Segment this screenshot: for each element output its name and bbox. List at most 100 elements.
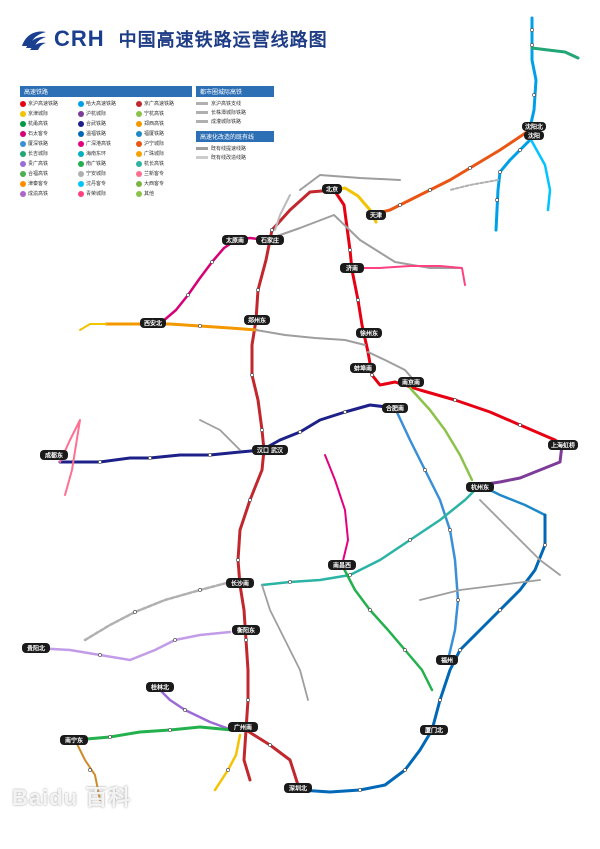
svg-text:徐州东: 徐州东 xyxy=(359,330,378,338)
line-gray-hubei xyxy=(199,419,241,451)
legend-item-label: 沪杭城际 xyxy=(86,111,107,117)
svg-text:深圳北: 深圳北 xyxy=(289,785,307,793)
svg-text:石家庄: 石家庄 xyxy=(260,237,279,245)
hub-guilin[interactable]: 桂林北 xyxy=(146,682,174,692)
legend-dot-icon xyxy=(20,140,26,147)
line-west-pink xyxy=(59,419,81,496)
legend-item-label: 沈丹客专 xyxy=(86,181,107,187)
legend-item-label: 广深港高铁 xyxy=(86,141,112,147)
svg-text:北京: 北京 xyxy=(326,186,338,194)
svg-text:合肥南: 合肥南 xyxy=(386,405,404,413)
svg-text:贵阳北: 贵阳北 xyxy=(27,645,45,653)
legend-hsr-grid: 京沪高速铁路哈大高速铁路京广高速铁路京津城际沪杭城际宁杭高铁杭甬高铁合武铁路郑西… xyxy=(20,100,192,197)
legend-swatch-icon xyxy=(196,147,208,150)
hub-stations: 沈阳北 沈阳 北京 天津 太原南 石家庄 济南 郑州东 西安北 徐州东 蚌埠南 … xyxy=(22,122,578,793)
legend-item: 其他 xyxy=(136,190,192,197)
hub-guangzhou[interactable]: 广州南 xyxy=(228,722,258,732)
legend-dot-icon xyxy=(78,100,84,107)
svg-text:广州南: 广州南 xyxy=(234,724,252,732)
hub-xiamen[interactable]: 厦门北 xyxy=(420,725,448,735)
legend-item: 兰新客专 xyxy=(136,170,192,177)
hub-xian[interactable]: 西安北 xyxy=(140,318,166,328)
legend-item: 成渝高铁 xyxy=(20,190,76,197)
hub-shenzhen[interactable]: 深圳北 xyxy=(284,783,312,793)
hub-zhengzhou[interactable]: 郑州东 xyxy=(244,315,270,325)
legend-item-label: 京沪高速铁路 xyxy=(28,101,59,107)
hub-guiyang[interactable]: 贵阳北 xyxy=(22,643,50,653)
legend-dot-icon xyxy=(136,160,142,167)
hub-shanghai[interactable]: 上海虹桥 xyxy=(548,440,578,450)
legend-hsr: 高速铁路 京沪高速铁路哈大高速铁路京广高速铁路京津城际沪杭城际宁杭高铁杭甬高铁合… xyxy=(20,86,192,197)
svg-text:汉口 武汉: 汉口 武汉 xyxy=(257,447,284,455)
legend-item: 宁杭高铁 xyxy=(136,110,192,117)
legend-item: 京沪高速铁路 xyxy=(20,100,76,107)
legend-item: 长吉城际 xyxy=(20,150,76,157)
hub-nanjing[interactable]: 南京南 xyxy=(398,377,424,387)
hub-hefei[interactable]: 合肥南 xyxy=(382,403,408,413)
hub-shijiazhuang[interactable]: 石家庄 xyxy=(256,235,284,245)
legend-item: 广深港高铁 xyxy=(78,140,134,147)
legend-row: 长株潭城际铁路 xyxy=(196,109,274,116)
legend-row-label: 成灌城际铁路 xyxy=(211,119,242,125)
legend-metro-heading: 都市圈城际高铁 xyxy=(196,86,274,97)
hub-beijing[interactable]: 北京 xyxy=(322,184,342,194)
hub-wuhan[interactable]: 汉口 武汉 xyxy=(252,445,288,455)
hub-tianjin[interactable]: 天津 xyxy=(366,210,386,220)
line-huhang xyxy=(478,443,564,487)
hub-changsha[interactable]: 长沙南 xyxy=(226,578,254,588)
legend-row-label: 既有线提速线路 xyxy=(211,146,247,152)
line-xiangpu xyxy=(340,563,434,692)
hub-jinan[interactable]: 济南 xyxy=(340,263,364,273)
legend-item-label: 津秦客专 xyxy=(28,181,49,187)
legend-dot-icon xyxy=(20,160,26,167)
legend-item: 贵广高铁 xyxy=(20,160,76,167)
legend-item: 郑西高铁 xyxy=(136,120,192,127)
crh-logo-icon xyxy=(22,31,46,50)
hub-xuzhou[interactable]: 徐州东 xyxy=(356,328,382,338)
line-gray-wenzhou xyxy=(479,499,561,576)
legend-item-label: 石太客专 xyxy=(28,131,49,137)
hub-chengdu[interactable]: 成都东 xyxy=(40,450,68,460)
legend-swatch-icon xyxy=(196,102,208,105)
legend-dot-icon xyxy=(136,120,142,127)
line-hefu xyxy=(393,406,460,662)
svg-text:南昌西: 南昌西 xyxy=(333,562,351,570)
svg-text:厦门北: 厦门北 xyxy=(425,727,443,735)
legend-row-label: 京沪高铁支线 xyxy=(211,101,242,107)
legend-item-label: 合福高铁 xyxy=(28,171,49,177)
legend-item-label: 厦深铁路 xyxy=(28,141,49,147)
svg-text:济南: 济南 xyxy=(346,265,358,273)
hub-taiyuan[interactable]: 太原南 xyxy=(222,235,248,245)
legend-metro-list: 京沪高铁支线长株潭城际铁路成灌城际铁路 xyxy=(196,100,274,125)
legend-item-label: 京津城际 xyxy=(28,111,49,117)
legend-row: 京沪高铁支线 xyxy=(196,100,274,107)
legend-item: 哈大高速铁路 xyxy=(78,100,134,107)
svg-text:桂林北: 桂林北 xyxy=(150,684,169,692)
line-guiguang xyxy=(33,630,232,662)
legend-item: 合福高铁 xyxy=(20,170,76,177)
line-gray-dalian xyxy=(449,179,499,191)
page-title: 中国高速铁路运营线路图 xyxy=(118,30,328,51)
svg-text:西安北: 西安北 xyxy=(144,320,162,328)
legend-item-label: 京广高速铁路 xyxy=(144,101,175,107)
line-hukun-east xyxy=(260,483,482,587)
legend-item-label: 合武铁路 xyxy=(86,121,107,127)
legend-item: 石太客专 xyxy=(20,130,76,137)
hub-hangzhou[interactable]: 杭州东 xyxy=(466,482,494,492)
hub-bengbu[interactable]: 蚌埠南 xyxy=(350,363,376,373)
legend-item-label: 郑西高铁 xyxy=(144,121,165,127)
hub-shenyang-north[interactable]: 沈阳北 xyxy=(522,122,546,131)
header: CRH 中国高速铁路运营线路图 xyxy=(18,22,328,56)
legend-swatch-icon xyxy=(196,156,208,159)
legend-dot-icon xyxy=(78,190,84,197)
hub-nanchang[interactable]: 南昌西 xyxy=(328,560,356,570)
hub-fuzhou[interactable]: 福州 xyxy=(436,655,458,665)
legend-row-label: 既有线改造线路 xyxy=(211,155,247,161)
legend-item: 海南东环 xyxy=(78,150,134,157)
hub-shenyang[interactable]: 沈阳 xyxy=(524,131,544,140)
svg-text:南京南: 南京南 xyxy=(402,379,420,387)
hub-nanning[interactable]: 南宁东 xyxy=(60,735,88,745)
legend-dot-icon xyxy=(20,190,26,197)
hub-hengyang[interactable]: 衡阳东 xyxy=(232,625,260,635)
legend-dot-icon xyxy=(20,110,26,117)
